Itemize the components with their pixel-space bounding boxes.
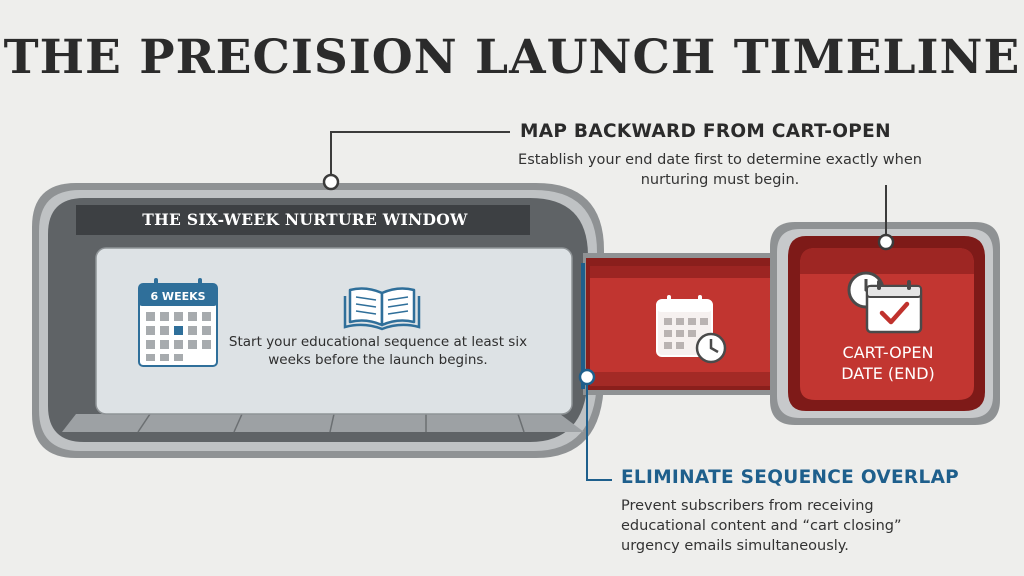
open-book-icon <box>343 287 421 331</box>
cart-open-label-line2: DATE (END) <box>841 364 935 383</box>
nurture-description: Start your educational sequence at least… <box>228 334 528 368</box>
cart-open-label: CART-OPEN DATE (END) <box>818 342 958 384</box>
calendar-badge: 6 WEEKS <box>150 290 206 303</box>
red-connector <box>583 253 804 395</box>
calendar-icon <box>138 278 218 367</box>
nurture-window <box>32 183 604 458</box>
map-backward-text: Establish your end date first to determi… <box>518 152 922 188</box>
cart-open-label-line1: CART-OPEN <box>842 343 934 362</box>
eliminate-overlap-title: ELIMINATE SEQUENCE OVERLAP <box>621 467 960 488</box>
map-backward-title: MAP BACKWARD FROM CART-OPEN <box>520 121 891 142</box>
calendar-check-icon <box>865 280 923 334</box>
page-title: THE PRECISION LAUNCH TIMELINE <box>3 30 1021 85</box>
window-divider <box>581 263 585 389</box>
eliminate-overlap-text: Prevent subscribers from receiving educa… <box>621 498 902 554</box>
nurture-window-label: THE SIX-WEEK NURTURE WINDOW <box>142 210 468 229</box>
calendar-clock-icon <box>656 295 727 364</box>
eliminate-overlap-leader <box>578 368 612 481</box>
map-backward-leader <box>322 131 895 251</box>
